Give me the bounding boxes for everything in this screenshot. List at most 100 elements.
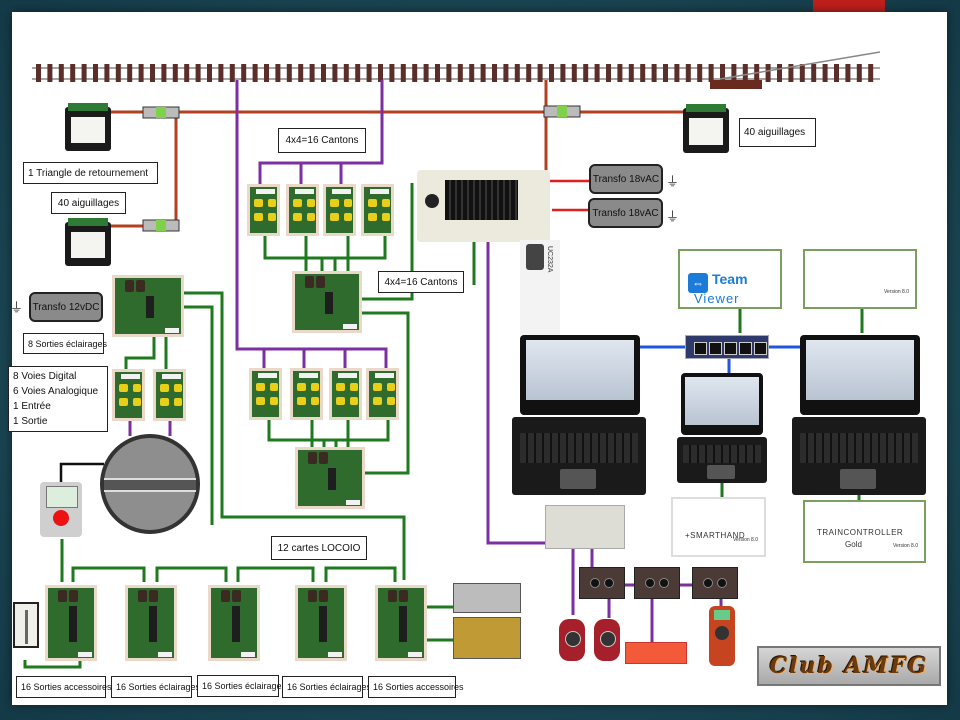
track-sleeper [514, 64, 520, 82]
signal-accessory [13, 602, 39, 648]
track-sleeper [480, 64, 486, 82]
booster-triangle [65, 103, 111, 151]
track-sleeper [343, 64, 349, 82]
fremo-panel [579, 567, 625, 599]
track-sleeper [799, 64, 805, 82]
plug-icon: ⏚ [666, 174, 680, 189]
smarthand-title: +SMARTHAND [685, 531, 746, 540]
track-sleeper [70, 64, 76, 82]
network-switch [685, 335, 769, 359]
track-sleeper [731, 64, 737, 82]
booster-aiguillages-left [65, 218, 111, 266]
track-sleeper [366, 64, 372, 82]
track-sleeper [184, 64, 190, 82]
canton-relay-board [366, 368, 399, 420]
teamviewer-box: ⇔ Team Viewer [678, 249, 782, 309]
version-label: Version 8.0 [883, 289, 909, 295]
track-sleeper [446, 64, 452, 82]
track-sleeper [708, 64, 714, 82]
locoio-card [208, 585, 260, 661]
locoio-card [125, 585, 177, 661]
track-sleeper [172, 64, 178, 82]
track-sleeper [423, 64, 429, 82]
label-triangle: 1 Triangle de retournement [23, 162, 158, 184]
turnout-motor [710, 80, 762, 89]
usb-serial-adapter: UC232A [520, 240, 560, 335]
canton-relay-board [247, 184, 280, 236]
label-locoio-cards: 12 cartes LOCOIO [271, 536, 367, 560]
track-sleeper [469, 64, 475, 82]
spec-line: 8 Voies Digital [13, 371, 77, 382]
version-label: Version 8.0 [892, 543, 918, 549]
track-sleeper [378, 64, 383, 82]
loconet-adapter [545, 505, 625, 549]
track-sleeper [127, 64, 133, 82]
track-sleeper [697, 64, 703, 82]
version-label: Version 8.0 [732, 537, 758, 543]
track-sleeper [526, 64, 532, 82]
uncoupler-accessory [453, 617, 521, 659]
track-sleeper [81, 64, 87, 82]
fred-throttle [559, 619, 585, 661]
track-sleeper [503, 64, 509, 82]
track-sleeper [264, 64, 269, 82]
track-sleeper [218, 64, 224, 82]
spec-line: 6 Voies Analogique [13, 386, 99, 397]
track-sleeper [275, 64, 281, 82]
label-cantons-top: 4x4=16 Cantons [278, 128, 366, 153]
turntable [100, 434, 200, 534]
track [32, 51, 881, 89]
locoio-card [295, 585, 347, 661]
track-sleeper [115, 64, 121, 82]
track-sleeper [594, 64, 600, 82]
track-sleeper [389, 64, 395, 82]
track-sleeper [195, 64, 201, 82]
canton-controller-board [292, 271, 362, 333]
track-sleeper [560, 64, 566, 82]
track-sleeper [161, 64, 167, 82]
club-logo: Club AMFG [757, 646, 941, 686]
turntable-relay-board [153, 369, 186, 421]
track-sleeper [492, 64, 497, 82]
track-sleeper [309, 64, 315, 82]
track-sleeper [856, 64, 862, 82]
canton-relay-board [286, 184, 319, 236]
track-sleeper [537, 64, 543, 82]
label-aiguillages-left: 40 aiguillages [51, 192, 126, 214]
track-sleeper [674, 64, 680, 82]
spec-line: 1 Entrée [13, 401, 51, 412]
locoio-card [45, 585, 97, 661]
track-sleeper [742, 64, 748, 82]
connector-blocks [142, 105, 581, 232]
track-sleeper [549, 64, 554, 82]
transfo-18vac-b: Transfo 18vAC [588, 198, 663, 228]
usb-adapter-label: UC232A [546, 246, 553, 273]
canton-relay-board [323, 184, 356, 236]
canton-relay-board [329, 368, 362, 420]
label-locoio-output-5: 16 Sorties accessoires [368, 676, 464, 698]
track-sleeper [138, 64, 144, 82]
label-locoio-output-3: 16 Sorties éclairages [197, 675, 286, 697]
turntable-relay-board [112, 369, 145, 421]
track-sleeper [36, 64, 41, 82]
track-sleeper [104, 64, 110, 82]
track-sleeper [47, 64, 53, 82]
lighting-controller-board [112, 275, 184, 337]
central-station [417, 170, 550, 242]
track-sleeper [765, 64, 771, 82]
locoio-card [375, 585, 427, 661]
daisy-throttle [625, 642, 687, 664]
spec-line: 1 Sortie [13, 416, 48, 427]
track-sleeper [400, 64, 406, 82]
ac-feeds [548, 179, 590, 212]
track-sleeper [640, 64, 646, 82]
locoio-bus [23, 183, 864, 669]
track-sleeper [822, 64, 828, 82]
booster-aiguillages-right [683, 104, 729, 153]
transfo-18vac-a: Transfo 18vAC [589, 164, 663, 194]
track-sleeper [58, 64, 64, 82]
track-sleeper [321, 64, 326, 82]
track-sleeper [685, 64, 691, 82]
label-locoio-output-1: 16 Sorties accessoires [16, 676, 112, 698]
accent-tab [813, 0, 885, 12]
